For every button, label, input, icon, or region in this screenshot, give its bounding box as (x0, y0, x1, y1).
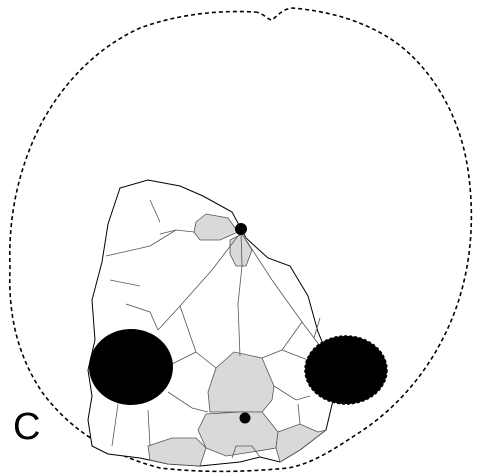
pineal-foramen (240, 413, 251, 424)
right-orbit (305, 336, 387, 404)
shaded-bone-lower-center (198, 412, 278, 456)
left-orbit (89, 329, 173, 405)
panel-label: C (13, 408, 40, 446)
upper-foramen (235, 223, 247, 235)
